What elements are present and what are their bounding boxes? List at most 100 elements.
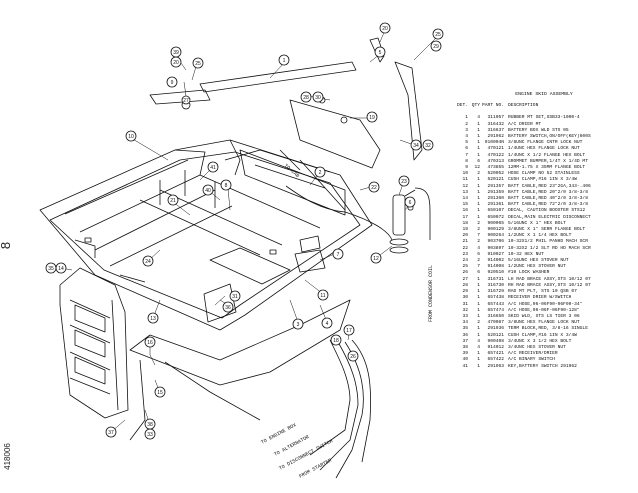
callout-number: 12 — [373, 256, 379, 262]
row-det: 25 — [462, 264, 468, 270]
row-description: A/C HOSE,06-06F-06F90-128" — [508, 307, 580, 313]
row-description: GROMMET BUMPER,1/4T X 1/4D MT — [508, 158, 588, 164]
row-description: BATTERY BOX WLD STS 05 — [508, 127, 569, 133]
from-condensor-label: FROM CONDENSOR COIL — [428, 265, 434, 322]
row-description: A/C BINARY SWITCH — [508, 357, 555, 363]
row-part-no: 900408 — [487, 338, 504, 344]
row-description: RUBBER MT SET,SSB33-1000-4 — [508, 115, 580, 121]
callout-number: 11 — [320, 293, 325, 299]
row-part-no: 316637 — [487, 127, 504, 133]
row-det: 26 — [462, 270, 468, 276]
row-part-no: 316729 — [487, 289, 504, 295]
row-description: 5/16UNC X 1" HEX BOLT — [508, 220, 566, 226]
row-det: 40 — [462, 357, 468, 363]
row-description: CUSH CLAMP,#16 1IN X 3/4W — [508, 177, 577, 183]
callout-number: 18 — [333, 338, 339, 344]
row-part-no: 657421 — [487, 351, 504, 357]
row-part-no: 520052 — [487, 171, 504, 177]
row-det: 39 — [462, 351, 468, 357]
row-qty: 1 — [477, 289, 480, 295]
row-part-no: 657474 — [487, 307, 504, 313]
row-qty: 2 — [477, 320, 480, 326]
row-qty: 4 — [477, 245, 480, 251]
row-det: 32 — [462, 307, 468, 313]
row-description: RECEIVER DRIER W/SWITCH — [508, 295, 572, 301]
row-det: 30 — [462, 295, 468, 301]
row-qty: 1 — [477, 326, 480, 332]
row-description: SKID WLD, STS LS TIER 3 06 — [508, 313, 580, 319]
row-part-no: 291936 — [487, 326, 504, 332]
callout-number: 10 — [128, 134, 134, 140]
row-description: 10-32 HEX NUT — [508, 251, 544, 257]
row-part-no: 473855 — [487, 165, 504, 171]
row-det: 18 — [462, 220, 468, 226]
row-description: CUSH CLAMP,#16 1IN X 3/4W — [508, 332, 577, 338]
row-det: 9 — [465, 165, 468, 171]
callout-number: 30 — [315, 95, 321, 101]
row-qty: 12 — [474, 165, 480, 171]
row-qty: 1 — [477, 183, 480, 189]
row-qty: 1 — [477, 313, 480, 319]
row-description: 3/8UNC HEX FLANGE LOCK NUT — [508, 320, 580, 326]
row-det: 20 — [462, 233, 468, 239]
callout-number: 6 — [409, 200, 412, 206]
battery-cables — [129, 339, 372, 479]
callout-number: 41 — [210, 165, 216, 171]
row-det: 35 — [462, 326, 468, 332]
row-det: 23 — [462, 251, 468, 257]
row-qty: 1 — [477, 214, 480, 220]
row-part-no: 470121 — [487, 146, 504, 152]
row-qty: 2 — [477, 258, 480, 264]
row-part-no: 914012 — [487, 344, 504, 350]
row-qty: 4 — [477, 115, 480, 121]
row-part-no: 650107 — [487, 208, 504, 214]
row-det: 31 — [462, 301, 468, 307]
callout-number: 8 — [225, 183, 228, 189]
callout-number: 36 — [225, 305, 231, 311]
row-det: 16 — [462, 208, 468, 214]
row-description: BATTERY SWITCH,ON/OFF(KEY)600S — [508, 134, 591, 140]
row-qty: 2 — [477, 239, 480, 245]
row-part-no: 291963 — [487, 363, 504, 369]
row-description: BATT CABLE,RED 72"2/0 3/8-3/8 — [508, 202, 588, 208]
document-number: 418006 — [2, 443, 12, 470]
row-description: A/C HOSE,06-06F90-06F90-34" — [508, 301, 583, 307]
step-ladder — [59, 267, 129, 419]
row-det: 19 — [462, 227, 468, 233]
row-part-no: 900129 — [487, 227, 504, 233]
row-description: 1/2UNC X 1 1/4 HEX BOLT — [508, 233, 572, 239]
row-part-no: 291357 — [487, 183, 504, 189]
row-description: 1/2UNC HEX STOVER NUT — [508, 264, 566, 270]
row-det: 2 — [465, 121, 468, 127]
callout-number: 28 — [303, 95, 309, 101]
row-description: 3/4UNC HEX STOVER NUT — [508, 344, 566, 350]
callout-number: 32 — [425, 143, 431, 149]
row-part-no: 900065 — [487, 220, 504, 226]
row-qty: 1 — [477, 357, 480, 363]
row-qty: 7 — [477, 264, 480, 270]
row-det: 29 — [462, 289, 468, 295]
route-labels: TO CAB FROM CONDENSOR COIL TO ENGINE BOX… — [260, 163, 434, 480]
row-description: BATT CABLE,RED 23"2GA,343-.406 — [508, 183, 591, 189]
battery-box — [203, 235, 326, 323]
row-description: 3/8UNC X 1" SERR FLANGE BOLT — [508, 227, 586, 233]
row-description: DECAL,MAIN ELECTRIC DISCONNECT — [508, 214, 591, 220]
row-description: HOSE CLAMP NO 52 STAINLESS — [508, 171, 580, 177]
